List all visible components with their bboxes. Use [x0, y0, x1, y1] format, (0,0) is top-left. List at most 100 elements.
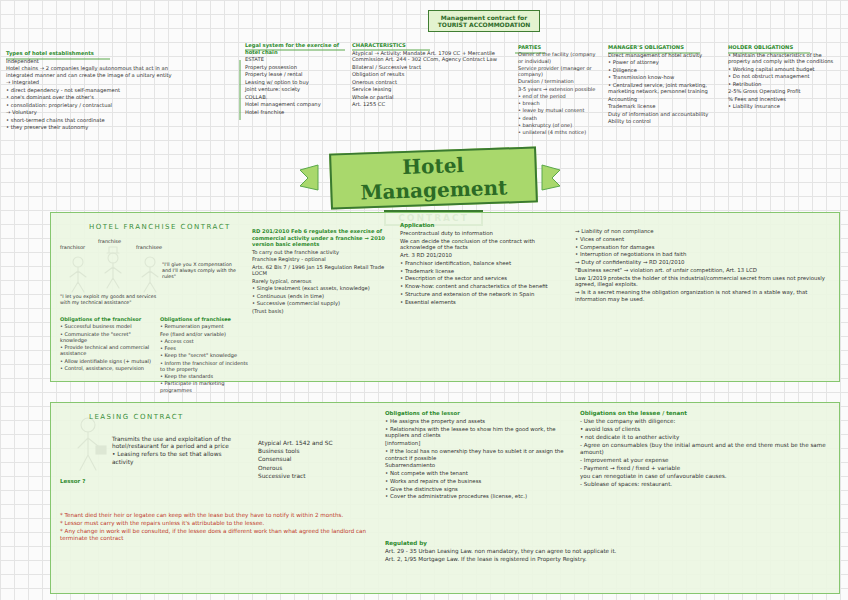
- text-column: Lessor ?: [60, 478, 110, 486]
- note-text: Transmits the use and exploitation of th…: [112, 436, 242, 450]
- text-column: "I'll give you X compensation and I'll a…: [162, 262, 242, 281]
- text-column: franchise: [98, 238, 138, 245]
- note-text: • avoid loss of clients: [580, 426, 830, 433]
- note-text: • Continuous (ends in time): [252, 293, 392, 300]
- note-text: Business tools: [258, 448, 368, 455]
- section-heading: Types of hotel establishments: [6, 50, 181, 57]
- note-text: Ability to control: [608, 118, 720, 125]
- note-text: • If the local has no ownership they hav…: [385, 448, 575, 462]
- note-text: • unilateral (4 mths notice): [518, 129, 600, 135]
- note-text: franchisee: [136, 244, 176, 250]
- note-text: • Transmission know-how: [608, 74, 720, 81]
- text-column: Legal system for the exercise of hotel c…: [245, 42, 345, 116]
- section-heading: Regulated by: [385, 540, 685, 547]
- contract-box: Management contract for TOURIST ACCOMMOD…: [428, 10, 540, 32]
- note-text: Duty of information and accountability: [608, 111, 720, 118]
- note-text: • Compensation for damages: [575, 244, 830, 251]
- note-text: Service leasing: [352, 86, 502, 93]
- note-text: • Give the distinctive signs: [385, 486, 575, 493]
- note-text: Successive tract: [258, 473, 368, 480]
- note-text: Obligation of results: [352, 71, 502, 78]
- text-column: CHARACTERISTICSAtypical → Activity: Mand…: [352, 42, 502, 109]
- text-column: "I let you exploit my goods and services…: [60, 294, 160, 307]
- note-text: • end of the period: [518, 93, 600, 99]
- note-text: - Improvement at your expense: [580, 457, 830, 464]
- note-text: • death: [518, 115, 600, 121]
- note-text: • Keep the "secret" knowledge: [160, 352, 248, 358]
- note-text: COLLAB.: [245, 94, 345, 101]
- note-text: • Remuneration payment: [160, 323, 248, 329]
- note-text: Art. 29 - 35 Urban Leasing Law. non mand…: [385, 548, 685, 555]
- note-text: → Integrated: [6, 79, 181, 86]
- note-text: • Working capital amount budget: [728, 66, 840, 73]
- text-column: Obligations of the franchisor• Successfu…: [60, 316, 155, 372]
- note-text: Rarely typical, onerous: [252, 278, 392, 285]
- section-heading: Obligations of franchisee: [160, 316, 248, 322]
- note-text: • breach: [518, 100, 600, 106]
- section-heading: MANAGER'S OBLIGATIONS: [608, 44, 720, 51]
- note-text: • He assigns the property and assets: [385, 418, 575, 425]
- note-text: → Liability of non compliance: [575, 228, 830, 235]
- note-text: → Duty of confidentiality → RD 201/2010: [575, 259, 830, 266]
- note-text: • they preserve their autonomy: [6, 124, 181, 131]
- text-column: ApplicationPrecontractual duty to inform…: [400, 222, 565, 306]
- text-column: PARTIESOwner of the facility (company or…: [518, 44, 600, 136]
- section-heading: PARTIES: [518, 44, 600, 50]
- note-text: Leasing w/ option to buy: [245, 79, 345, 86]
- note-text: Art. 1255 CC: [352, 101, 502, 108]
- note-text: - Agree on consumables (buy the initial …: [580, 442, 830, 456]
- note-text: • Single treatment (exact assets, knowle…: [252, 285, 392, 292]
- text-column: Regulated byArt. 29 - 35 Urban Leasing L…: [385, 540, 685, 564]
- note-text: Whole or partial: [352, 94, 502, 101]
- note-text: Duration / termination: [518, 78, 600, 84]
- node-text: LEASING CONTRACT: [89, 413, 184, 421]
- section-heading: Obligations of the franchisor: [60, 316, 155, 322]
- note-text: Art. 2, 1/95 Mortgage Law. If the lease …: [385, 556, 685, 563]
- node-text: HOTEL FRANCHISE CONTRACT: [89, 223, 231, 231]
- note-text: - Use the company with diligence:: [580, 418, 830, 425]
- text-column: Obligations on the lessee / tenant- Use …: [580, 410, 830, 489]
- note-text: • Keep the standards: [160, 373, 248, 379]
- note-text: • Inform the franchisor of incidents to …: [160, 360, 248, 373]
- note-text: Bilateral / Successive tract: [352, 64, 502, 71]
- note-text: • Franchisor identification, balance she…: [400, 260, 565, 267]
- note-text: [information]: [385, 440, 575, 447]
- note-text: • Works and repairs of the business: [385, 478, 575, 485]
- text-column: Obligations of the lessor• He assigns th…: [385, 410, 575, 501]
- note-text: • Know-how: content and characteristics …: [400, 283, 565, 290]
- note-text: • Liability insurance: [728, 103, 840, 110]
- note-text: Consensual: [258, 456, 368, 463]
- note-text: Independent: [6, 58, 181, 65]
- note-text: franchise: [98, 238, 138, 244]
- note-text: • Communicate the "secret" knowledge: [60, 331, 155, 344]
- note-text: Direct management of hotel activity: [608, 52, 720, 59]
- note-text: "I let you exploit my goods and services…: [60, 294, 160, 306]
- note-text: Service provider (manager or company): [518, 65, 600, 78]
- note-text: * Any change in work will be consulted, …: [60, 528, 380, 542]
- note-text: • Retribution: [728, 81, 840, 88]
- note-text: "I'll give you X compensation and I'll a…: [162, 262, 242, 280]
- note-text: ESTATE: [245, 56, 345, 63]
- note-text: Owner of the facility (company or indivi…: [518, 51, 600, 64]
- section-heading: Legal system for the exercise of hotel c…: [245, 42, 345, 55]
- note-text: Atypical Art. 1542 and SC: [258, 440, 368, 447]
- note-text: • Allow identifiable signs (+ mutual): [60, 358, 155, 364]
- note-text: Atypical → Activity: Mandate Art. 1709 C…: [352, 50, 502, 63]
- note-text: 2-5% Gross Operating Profit: [728, 88, 840, 95]
- note-text: To carry out the franchise activity: [252, 249, 392, 256]
- note-text: franchisor: [60, 244, 100, 250]
- note-text: - Sublease of spaces: restaurant.: [580, 481, 830, 488]
- note-text: Hotel chains → 2 companies legally auton…: [6, 65, 181, 78]
- note-text: • Cover the administrative procedures (l…: [385, 493, 575, 500]
- text-column: HOLDER OBLIGATIONS• Maintain the charact…: [728, 44, 840, 111]
- note-text: • Description of the sector and services: [400, 275, 565, 282]
- text-column: * Tenant died their heir or legatee can …: [60, 512, 380, 543]
- note-text: Onerous: [258, 465, 368, 472]
- note-text: • Diligence: [608, 67, 720, 74]
- note-text: • short-termed chains that coordinate: [6, 117, 181, 124]
- note-text: Precontractual duty to information: [400, 230, 565, 237]
- note-text: • Relationships with the lessee to show …: [385, 426, 575, 440]
- note-text: Arts. 62 Bis 7 / 1996 Jan 15 Regulation …: [252, 264, 392, 277]
- note-text: Fee (fixed and/or variable): [160, 331, 248, 337]
- note-text: • bankruptcy (of one): [518, 122, 600, 128]
